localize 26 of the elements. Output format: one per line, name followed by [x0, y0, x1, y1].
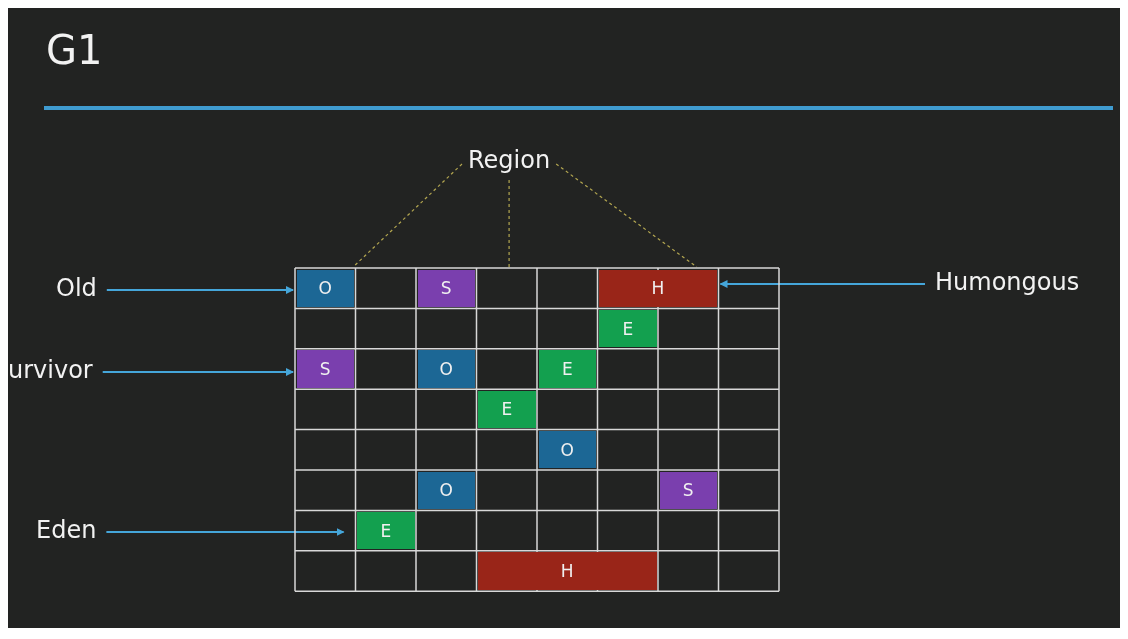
leader-line	[508, 179, 510, 268]
region-cell: O	[417, 350, 475, 388]
label-text: Eden	[36, 518, 97, 542]
region-cell: O	[296, 269, 354, 307]
region-cell: O	[417, 471, 475, 509]
label-text: urvivor	[8, 358, 93, 382]
region-cell: O	[538, 431, 596, 469]
label-text: Old	[56, 276, 97, 300]
label-text: Region	[468, 148, 551, 172]
region-cell: E	[599, 309, 657, 348]
label-text: Humongous	[935, 270, 1080, 294]
region-cell: H	[599, 269, 717, 307]
arrow	[105, 528, 345, 536]
leader-line	[352, 163, 463, 268]
region-cell: H	[478, 552, 657, 590]
title: G1	[46, 30, 103, 70]
arrow	[105, 286, 294, 294]
region-cell: S	[417, 269, 475, 307]
region-cell: E	[357, 511, 415, 550]
arrow	[101, 368, 294, 376]
region-cell: E	[538, 350, 596, 388]
arrow	[719, 280, 926, 288]
region-grid	[295, 268, 779, 592]
region-cell: E	[478, 390, 536, 429]
region-cell: S	[296, 350, 354, 388]
region-cell: S	[659, 471, 717, 509]
